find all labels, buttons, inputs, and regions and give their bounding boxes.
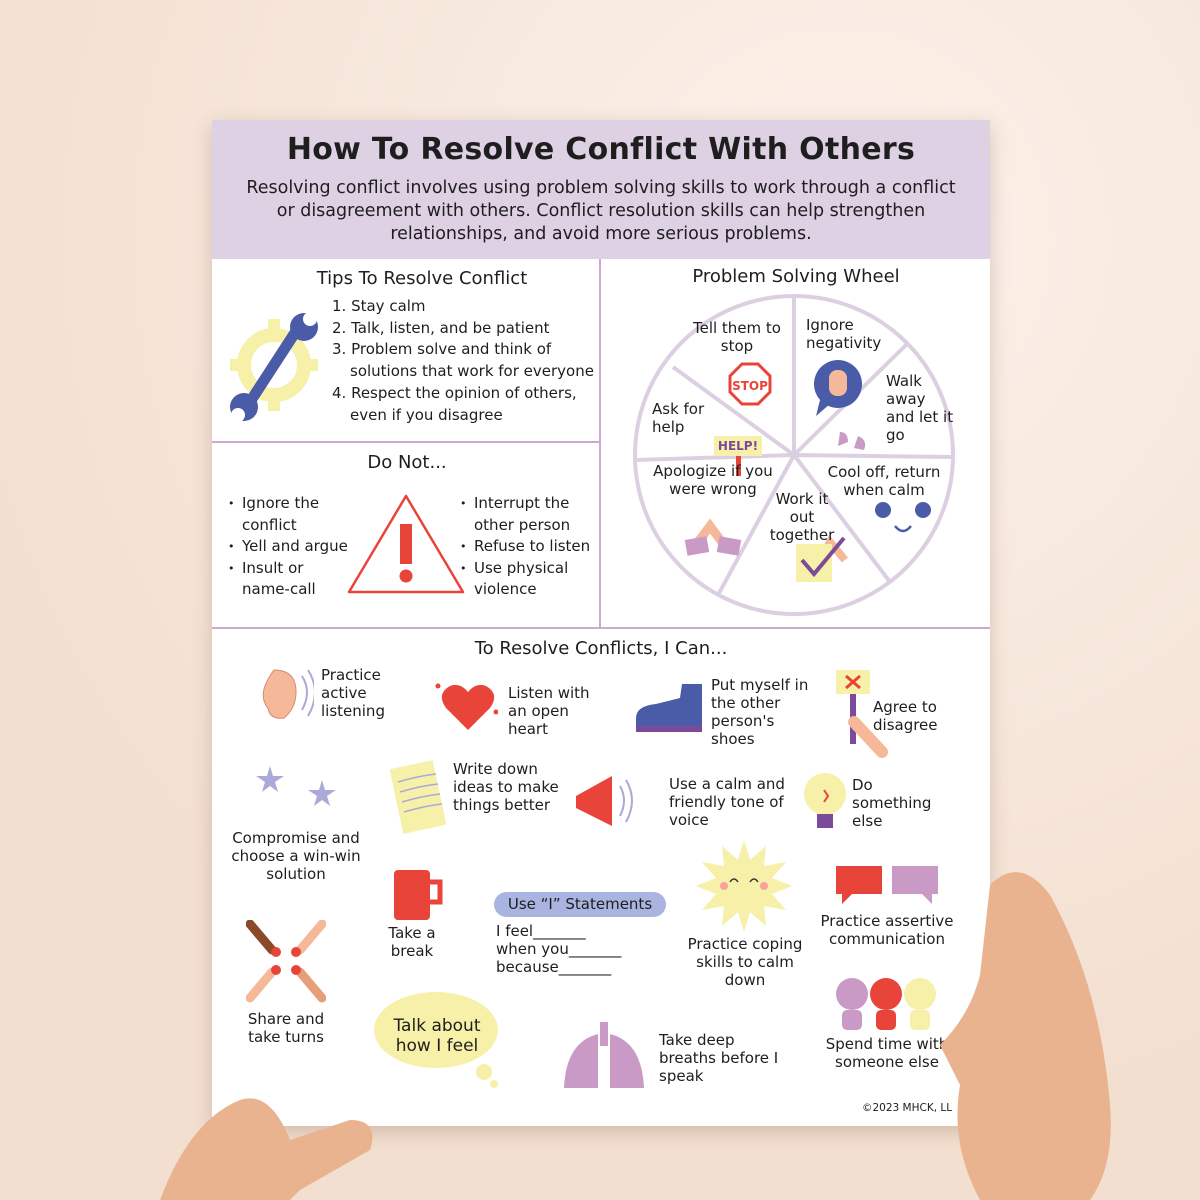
- wheel-segment: Work it out together: [769, 490, 835, 544]
- resolve-item: Listen with an open heart: [508, 684, 590, 738]
- resolve-item: Agree to disagree: [873, 698, 938, 734]
- resolve-item: Do something else: [852, 776, 932, 830]
- wheel-segment: Ask for help: [652, 400, 705, 436]
- i-statement-line: when you_______: [496, 940, 622, 958]
- warning-icon: [347, 494, 465, 594]
- resolve-item: Practice assertive communication: [820, 912, 954, 948]
- copyright: ©2023 MHCK, LL: [862, 1102, 953, 1114]
- i-statement-line: because_______: [496, 958, 612, 976]
- resolve-item: Practice active listening: [321, 666, 385, 720]
- help-sign-text: HELP!: [718, 439, 758, 453]
- problem-solving-wheel: STOP HELP!: [633, 294, 955, 616]
- shoe-icon: [636, 684, 702, 732]
- wheel-heading: Problem Solving Wheel: [692, 266, 900, 287]
- tip-item: 1. Stay calm: [332, 297, 426, 315]
- sun-icon: [696, 840, 792, 932]
- megaphone-icon: [576, 776, 633, 826]
- tip-item: 2. Talk, listen, and be patient: [332, 318, 550, 337]
- i-statements-badge: Use “I” Statements: [494, 892, 666, 917]
- resolve-item: Share and take turns: [247, 1010, 325, 1046]
- tips-heading: Tips To Resolve Conflict: [316, 268, 528, 289]
- lungs-icon: [564, 1022, 644, 1088]
- resolve-item: Write down ideas to make things better: [453, 760, 559, 814]
- wheel-segment: Walk away and let it go: [886, 372, 954, 444]
- divider: [599, 259, 601, 629]
- notepad-icon: [390, 760, 446, 834]
- stop-sign-text: STOP: [732, 379, 768, 393]
- wheel-segment: Apologize if you were wrong: [653, 462, 773, 498]
- wheel-segment: Cool off, return when calm: [827, 463, 941, 499]
- friends-icon: [836, 978, 936, 1030]
- left-hand: [160, 1098, 373, 1200]
- resolve-item: Talk about how I feel: [393, 1016, 481, 1056]
- donot-item: Ignore the conflict: [228, 493, 348, 536]
- donot-item: Refuse to listen: [460, 536, 595, 558]
- ear-icon: [262, 669, 314, 719]
- resolve-item: Practice coping skills to calm down: [687, 935, 803, 989]
- right-hand: [940, 872, 1111, 1200]
- divider: [212, 627, 990, 629]
- disagree-sign-icon: [836, 670, 888, 758]
- resolve-item: Compromise and choose a win-win solution: [231, 829, 361, 883]
- gear-wrench-icon: [230, 313, 318, 422]
- wheel-segment: Tell them to stop: [692, 319, 781, 355]
- stars-icon: [256, 766, 336, 806]
- intro-text: Resolving conflict involves using proble…: [246, 178, 956, 244]
- heart-icon: [435, 683, 498, 730]
- resolve-heading: To Resolve Conflicts, I Can...: [474, 638, 728, 659]
- sharing-hands-icon: [246, 920, 326, 1003]
- resolve-item: Take a break: [388, 924, 436, 960]
- tip-item: 4. Respect the opinion of others, even i…: [332, 383, 577, 424]
- worksheet: How To Resolve Conflict With Others Reso…: [212, 120, 990, 1126]
- i-statement-line: I feel_______: [496, 922, 586, 940]
- donot-heading: Do Not...: [367, 452, 447, 473]
- resolve-item: Spend time with someone else: [825, 1035, 949, 1071]
- lightbulb-icon: [804, 773, 846, 828]
- tips-list: 1. Stay calm 2. Talk, listen, and be pat…: [332, 296, 594, 426]
- resolve-item: Use a calm and friendly tone of voice: [669, 775, 785, 829]
- header-band: How To Resolve Conflict With Others Reso…: [212, 120, 990, 259]
- divider: [212, 441, 600, 443]
- donot-right-list: Interrupt the other person Refuse to lis…: [460, 493, 595, 601]
- donot-item: Use physical violence: [460, 558, 595, 601]
- wheel-segment: Ignore negativity: [806, 316, 882, 352]
- thought-cloud-icon: [374, 992, 498, 1088]
- resolve-item: Take deep breaths before I speak: [659, 1031, 779, 1085]
- mug-icon: [394, 870, 443, 920]
- donot-left-list: Ignore the conflict Yell and argue Insul…: [228, 493, 348, 601]
- resolve-item: Put myself in the other person's shoes: [711, 676, 809, 748]
- donot-item: Insult or name-call: [228, 558, 348, 601]
- page-title: How To Resolve Conflict With Others: [286, 132, 916, 167]
- speech-bubbles-icon: [836, 866, 938, 904]
- donot-item: Yell and argue: [228, 536, 348, 558]
- donot-item: Interrupt the other person: [460, 493, 595, 536]
- tip-item: 3. Problem solve and think of solutions …: [332, 340, 594, 381]
